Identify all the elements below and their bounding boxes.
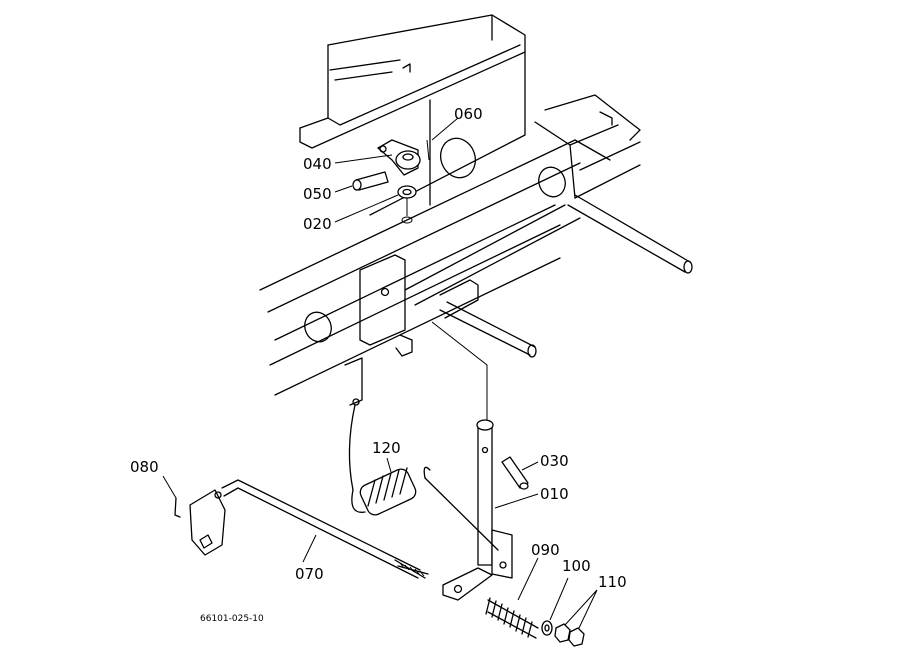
label-010: 010 bbox=[540, 485, 569, 503]
upper-frame-bracket bbox=[299, 14, 526, 216]
main-frame-channel bbox=[259, 94, 641, 396]
label-030: 030 bbox=[540, 452, 569, 470]
washer-100 bbox=[541, 620, 553, 636]
spring-090 bbox=[485, 597, 539, 639]
lever-010 bbox=[442, 419, 513, 601]
rod-070 bbox=[221, 479, 429, 579]
part-labels: 060 040 050 020 120 030 010 080 070 090 … bbox=[130, 105, 627, 624]
label-070: 070 bbox=[295, 565, 324, 583]
label-120: 120 bbox=[372, 439, 401, 457]
cross-shaft bbox=[404, 194, 693, 358]
reference-number: 66101-025-10 bbox=[200, 614, 264, 624]
label-080: 080 bbox=[130, 458, 159, 476]
clip-080 bbox=[174, 497, 181, 518]
label-090: 090 bbox=[531, 541, 560, 559]
label-050: 050 bbox=[303, 185, 332, 203]
label-060: 060 bbox=[454, 105, 483, 123]
label-020: 020 bbox=[303, 215, 332, 233]
label-110: 110 bbox=[598, 573, 627, 591]
nuts-110 bbox=[554, 623, 585, 647]
washer-020 bbox=[397, 185, 417, 224]
link-rod bbox=[431, 321, 488, 420]
clamp-assembly-040 bbox=[377, 139, 421, 176]
spring-120 bbox=[351, 466, 499, 551]
leader-lines bbox=[162, 117, 598, 629]
bolt-060 bbox=[426, 139, 430, 161]
label-040: 040 bbox=[303, 155, 332, 173]
label-100: 100 bbox=[562, 557, 591, 575]
pin-050 bbox=[352, 171, 389, 191]
arm-plate bbox=[189, 489, 226, 556]
pin-030 bbox=[501, 456, 529, 490]
frame-brackets bbox=[344, 254, 413, 491]
